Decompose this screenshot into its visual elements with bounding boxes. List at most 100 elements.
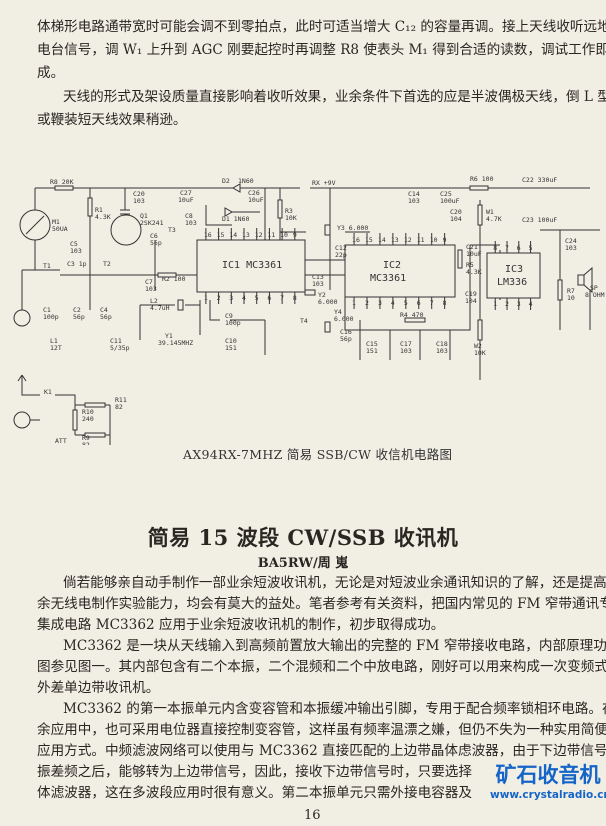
component-label: 82 [115,403,123,411]
component-label: 10K [285,214,297,222]
component-label: 100p [43,313,59,321]
component-label: R9 [82,434,90,442]
component-label: SP [590,284,598,292]
resistor-icon [157,272,177,278]
component-label: Q1 [140,212,148,220]
component-label: 10K [474,349,486,357]
component-label: 4.7K [486,215,502,223]
component-label: T3 [168,226,176,234]
crystal-y3-icon [324,224,331,236]
text-line: 应用方式。中频滤波网络可以使用与 MC3362 直接匹配的上边带晶体虑波器，由于… [37,743,606,759]
component-label: 103 [565,244,577,252]
component-label: 103 [312,280,324,288]
ic-pin-number: 13 [242,231,250,239]
component-label: K1 [44,388,52,396]
component-label: 4.7uH [150,304,170,312]
component-label: 103 [145,285,157,293]
component-label: 4.3K [466,268,482,276]
text-line: 倘若能够亲自动手制作一部业余短波收讯机，无论是对短波业余通讯知识的了解，还是提高… [63,575,606,591]
component-label: 103 [185,219,197,227]
text-line: 天线的形式及架设质量直接影响着收听效果，业余条件下首选的应是半波偶极天线，倒 L… [63,89,606,105]
diode-d1-icon [224,207,234,217]
component-label: R5 [466,261,474,269]
text-line: 余无线电制作实验能力，均会有莫大的益处。笔者参考有关资料，把国内常见的 FM 窄… [37,596,606,612]
component-label: 6.000 [318,298,338,306]
component-label: 12T [50,344,62,352]
component-label: C1 [43,306,51,314]
component-label: 56p [150,239,162,247]
component-label: RX +9V [312,179,336,187]
watermark-text: 矿石收音机 [495,763,601,787]
component-label: C24 [565,237,577,245]
component-label: 103 [70,247,82,255]
component-label: R1 [95,206,103,214]
resistor-icon [404,317,426,323]
component-label: 103 [133,197,145,205]
component-label: C26 [248,189,260,197]
resistor-icon [277,199,283,219]
component-label: 22p [335,251,347,259]
ic3-box [486,252,541,299]
component-label: R11 [115,396,127,404]
resistor-icon [72,409,78,431]
component-label: T4 [300,317,308,325]
text-line: 余应用中，也可采用电位器直接控制变容管，这样虽有频率温漂之嫌，但仍不失为一种实用… [37,722,606,738]
ic2-label: IC2 [383,260,401,271]
component-label: Y3 6.000 [337,224,368,232]
component-label: R8 20K [50,178,74,186]
component-label: W2 [474,342,482,350]
component-label: T1 [43,262,51,270]
component-label: C11 [110,337,122,345]
ic-pin-number: 16 [352,236,360,244]
component-label: 8 OHM [585,291,605,299]
component-label: C2 [73,306,81,314]
text-line: 电台信号，调 W₁ 上升到 AGC 刚要起控时再调整 R8 使表头 M₁ 得到合… [37,42,606,58]
component-label: 4.3K [95,213,111,221]
component-label: C5 [70,240,78,248]
component-label: D1 1N60 [222,215,249,223]
component-label: C8 [185,212,193,220]
component-label: C14 [408,190,420,198]
resistor-icon [557,279,563,301]
ic-pin-number: 14 [229,231,237,239]
component-label: Y2 [318,291,326,299]
component-label: C16 [340,328,352,336]
component-label: C25 [440,190,452,198]
crystal-y2-icon [304,289,316,296]
component-label: C3 1p [67,260,87,268]
article-title: 简易 15 波段 CW/SSB 收讯机 [147,525,459,550]
text-line: 体梯形电路通带宽时可能会调不到零拍点，此时可适当增大 C₁₂ 的容量再调。接上天… [37,19,606,35]
component-label: 39.145MHZ [158,339,193,347]
watermark-logo: 矿石收音机 www.crystalradio.cn [490,763,606,802]
text-line: 体滤波器，这在多波段应用时很有意义。第二本振单元只需外接电容器及 [37,785,472,801]
component-label: M1 [52,218,60,226]
component-label: C13 [312,273,324,281]
component-label: C27 [180,189,192,197]
component-label: 56p [100,313,112,321]
resistor-icon [54,185,74,191]
component-label: C20 [133,190,145,198]
component-label: T2 [103,260,111,268]
component-label: 104 [465,297,477,305]
component-label: C10 [225,337,237,345]
text-line: 图参见图一。其内部包含有二个本振，二个混频和二个中放电路，刚好可以用来构成一次变… [37,659,606,675]
ic-pin-number: 10 [430,236,438,244]
component-label: 10 [567,294,575,302]
resistor-icon [469,185,489,191]
component-label: 6.000 [334,315,354,323]
text-line: 振差频之后，能够转为上边带信号，因此，接收下边带信号时，只要选择 [37,764,472,780]
component-label: C23 100uF [522,216,557,224]
ic-pin-number: 11 [267,231,275,239]
ic-pin-number: 10 [280,231,288,239]
component-label: 1N60 [238,177,254,185]
ic1-box [196,239,306,293]
component-label: D2 [222,177,230,185]
component-label: 103 [436,347,448,355]
component-label: C9 [225,312,233,320]
resistor-icon [457,249,463,269]
ic1-label: IC1 MC3361 [222,260,282,271]
component-label: 10uF [248,196,264,204]
ic-pin-number: 14 [378,236,386,244]
component-label: 56p [340,335,352,343]
